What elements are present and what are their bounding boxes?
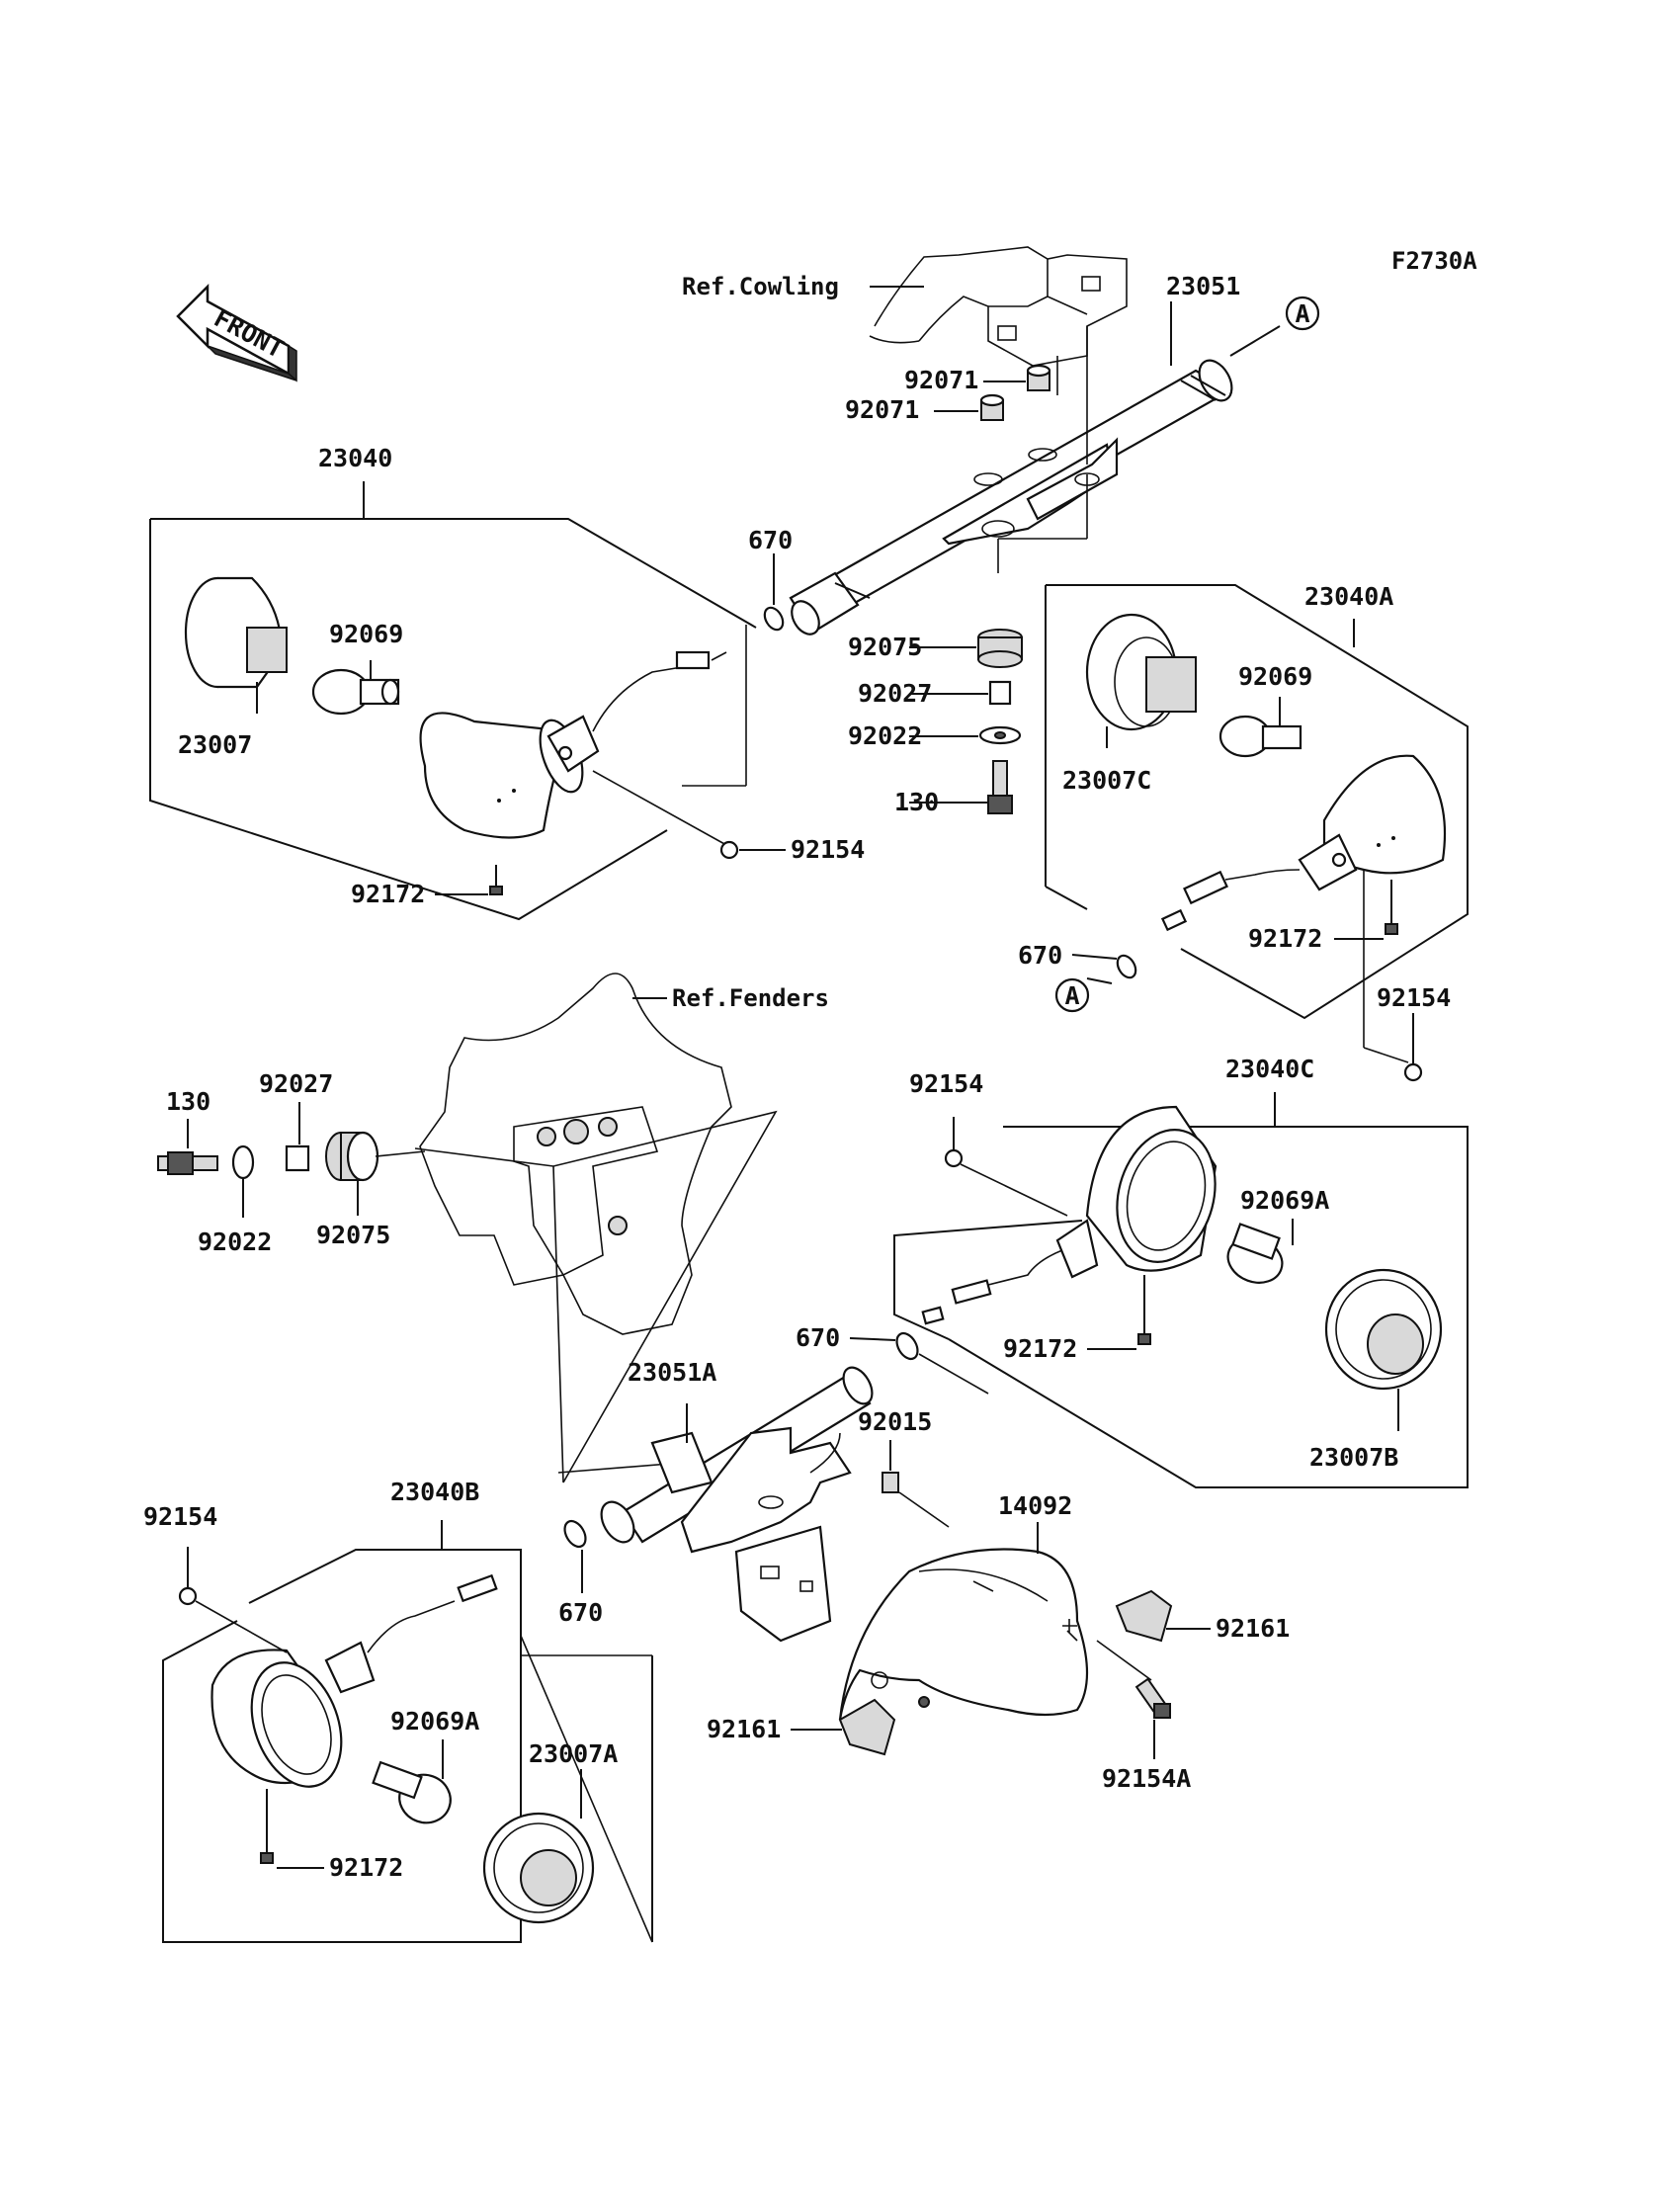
label-92027-rear: 92027 (259, 1069, 333, 1098)
label-670-d: 670 (558, 1598, 603, 1627)
front-arrow-icon: FRONT (176, 283, 297, 382)
callout-a-top: A (1295, 299, 1309, 328)
label-14092: 14092 (998, 1491, 1072, 1520)
label-92015: 92015 (858, 1407, 932, 1436)
ref-fenders-label: Ref.Fenders (672, 984, 829, 1012)
label-130-rear: 130 (166, 1087, 210, 1116)
turn-signal-23040A: 23040A 23007C 92069 92172 92154 670 A (1018, 582, 1469, 1082)
mount-hardware-front: 92075 92027 92022 130 (848, 629, 1023, 816)
label-670-b: 670 (1018, 941, 1062, 970)
label-92069A-a: 92069A (1240, 1186, 1329, 1215)
mount-hardware-rear: 130 92022 92027 92075 (157, 1069, 426, 1256)
label-92075-rear: 92075 (316, 1221, 390, 1249)
label-92172-a: 92172 (351, 880, 425, 908)
label-23051A: 23051A (628, 1358, 716, 1387)
label-670-a: 670 (748, 526, 793, 554)
label-92022-rear: 92022 (198, 1228, 272, 1256)
grommet-92071: 92071 92071 (845, 364, 1051, 424)
label-92154-b: 92154 (1377, 983, 1451, 1012)
label-92172-b: 92172 (1248, 924, 1322, 953)
label-23051: 23051 (1166, 272, 1240, 300)
turn-signal-23040: 23040 92172 92154 23007 92069 (149, 444, 865, 921)
label-92075-top: 92075 (848, 633, 922, 661)
fender-reference: Ref.Fenders (414, 973, 829, 1483)
label-23007: 23007 (178, 730, 252, 759)
cover-14092: 14092 92154A 92161 92161 (707, 1491, 1290, 1793)
label-92069A-b: 92069A (390, 1707, 479, 1736)
front-stay-23051: 23051 A (789, 272, 1320, 635)
label-92022-top: 92022 (848, 721, 922, 750)
ref-cowling-label: Ref.Cowling (682, 273, 839, 300)
label-23040C: 23040C (1225, 1055, 1314, 1083)
label-92071-a: 92071 (904, 366, 978, 394)
label-92172-d: 92172 (329, 1853, 403, 1882)
label-23040: 23040 (318, 444, 392, 472)
label-23007A: 23007A (529, 1739, 618, 1768)
label-92154A: 92154A (1102, 1764, 1191, 1793)
label-92161-b: 92161 (707, 1715, 781, 1743)
label-92154-d: 92154 (143, 1502, 217, 1531)
label-23007B: 23007B (1309, 1443, 1398, 1472)
label-92154-a: 92154 (791, 835, 865, 864)
label-23040A: 23040A (1304, 582, 1393, 611)
label-92069-b: 92069 (1238, 662, 1312, 691)
cowling-reference: Ref.Cowling (682, 246, 1128, 367)
label-670-c: 670 (796, 1323, 840, 1352)
label-92071-b: 92071 (845, 395, 919, 424)
turn-signal-23040B: 23040B 92154 92172 92069A 23007A (143, 1478, 653, 1943)
figure-code: F2730A (1391, 247, 1477, 275)
label-92069-a: 92069 (329, 620, 403, 648)
turn-signal-23040C: 23040C 92172 92154 92069A 23007B (893, 1055, 1469, 1488)
label-23040B: 23040B (390, 1478, 479, 1506)
callout-a-bottom: A (1064, 981, 1079, 1010)
label-92027-top: 92027 (858, 679, 932, 708)
rear-stay-23051A: 23051A 92015 670 670 (558, 1323, 989, 1643)
label-92161-a: 92161 (1216, 1614, 1290, 1643)
label-92154-c: 92154 (909, 1069, 983, 1098)
label-130-top: 130 (894, 788, 939, 816)
label-92172-c: 92172 (1003, 1334, 1077, 1363)
label-23007C: 23007C (1062, 766, 1151, 795)
